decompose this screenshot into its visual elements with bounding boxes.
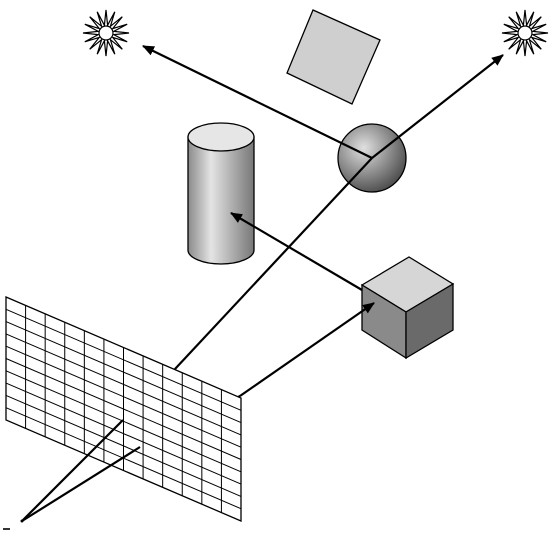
ray-eye-to-sphere	[21, 419, 124, 522]
ray-sphere-to-light-left	[142, 45, 373, 159]
image-plane-grid	[5, 296, 242, 522]
tilted-square	[286, 9, 381, 105]
grid-row-line	[5, 382, 242, 485]
light-source-left	[82, 9, 130, 57]
ray-eye-to-cube-upper	[239, 302, 375, 397]
sun-core-icon	[517, 25, 533, 41]
grid-row-line	[5, 358, 242, 460]
ray-cube-to-cylinder	[230, 212, 363, 291]
grid-row-line	[5, 321, 242, 424]
grid-row-line	[5, 370, 242, 473]
light-source-right	[501, 9, 549, 57]
grid-row-line	[5, 394, 242, 497]
sun-core-icon	[98, 25, 114, 41]
cube	[360, 256, 455, 360]
eye-point	[3, 519, 24, 530]
ray-eye-to-cube	[21, 446, 141, 522]
grid-row-line	[5, 333, 242, 436]
grid-row-line	[5, 308, 242, 411]
ray-sphere-to-light-right	[371, 54, 504, 159]
grid-row-line	[5, 345, 242, 448]
cylinder	[187, 122, 255, 265]
ray-eye-to-sphere-upper	[174, 157, 373, 370]
